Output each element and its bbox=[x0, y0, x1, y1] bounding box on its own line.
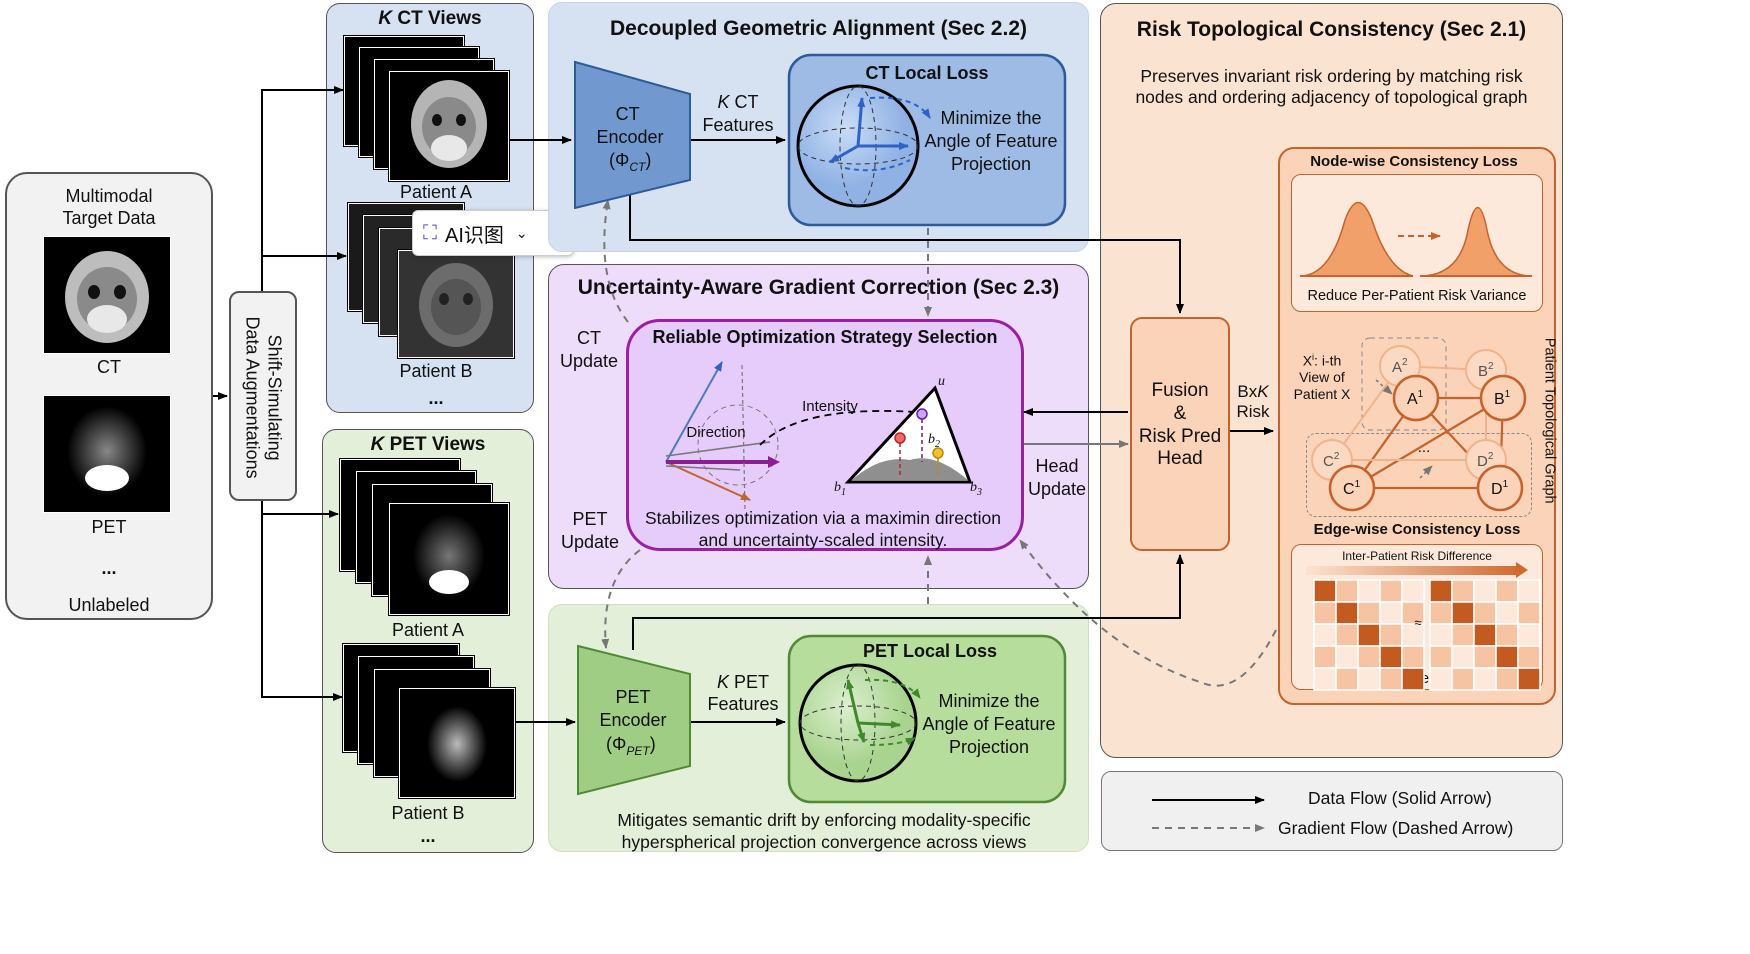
input-title: Multimodal Target Data bbox=[5, 186, 213, 229]
input-ct-label: CT bbox=[97, 357, 121, 377]
augmentation-line1: Shift-Simulating bbox=[264, 334, 285, 461]
pet-patient-b: Patient B bbox=[391, 803, 465, 823]
xi-line3: Patient X bbox=[1293, 386, 1351, 403]
ai-recognize-button[interactable]: ⛶ AI识图 ⌄ bbox=[412, 210, 574, 256]
pet-ellipsis: ... bbox=[420, 826, 436, 846]
ct-patient-a: Patient A bbox=[399, 182, 473, 202]
geometric-title: Decoupled Geometric Alignment (Sec 2.2) bbox=[610, 17, 1027, 40]
uncertainty-title: Uncertainty-Aware Gradient Correction (S… bbox=[577, 276, 1060, 299]
fusion-line3: Risk Pred bbox=[1138, 425, 1222, 447]
risk-title: Risk Topological Consistency (Sec 2.1) bbox=[1136, 18, 1527, 41]
ct-view-image bbox=[389, 71, 509, 181]
ct-scan-icon bbox=[411, 80, 487, 168]
input-ellipsis: ... bbox=[101, 558, 117, 578]
legend-box bbox=[1101, 771, 1563, 851]
input-ct-image bbox=[43, 236, 171, 354]
xi-rest: : i-th bbox=[1314, 352, 1342, 369]
pet-patient-a: Patient A bbox=[391, 620, 465, 640]
ct-views-k: K bbox=[378, 8, 393, 29]
view-of-patient-label: Xi: i-th View of Patient X bbox=[1293, 352, 1351, 403]
bxk-k: K bbox=[1257, 382, 1269, 401]
strategy-selection-title: Reliable Optimization Strategy Selection bbox=[652, 327, 998, 347]
ct-view-image bbox=[398, 250, 514, 358]
risk-desc-line2: nodes and ordering adjacency of topologi… bbox=[1135, 87, 1528, 107]
edge-loss-box bbox=[1291, 544, 1543, 690]
ct-views-title-rest: CT Views bbox=[392, 8, 482, 29]
pet-view-image bbox=[399, 688, 515, 798]
input-title-line1: Multimodal bbox=[65, 186, 153, 206]
risk-desc-line1: Preserves invariant risk ordering by mat… bbox=[1140, 66, 1523, 86]
geometric-panel-bottom bbox=[548, 604, 1089, 852]
legend-data-flow: Data Flow (Solid Arrow) bbox=[1308, 788, 1492, 808]
xi-x: X bbox=[1302, 352, 1313, 369]
risk-description: Preserves invariant risk ordering by mat… bbox=[1100, 66, 1563, 108]
reduce-variance-label: Reduce Per-Patient Risk Variance bbox=[1307, 288, 1527, 304]
pet-scan-icon bbox=[413, 514, 485, 598]
risk-label: Risk bbox=[1236, 402, 1270, 422]
fusion-line2: & bbox=[1173, 402, 1187, 424]
augmentation-label: Shift-Simulating Data Augmentations bbox=[241, 293, 285, 503]
ct-views-title: K CT Views bbox=[326, 8, 534, 30]
pet-scan-icon bbox=[67, 406, 147, 496]
xi-line2: View of bbox=[1299, 369, 1345, 386]
topology-dashed-box bbox=[1306, 433, 1532, 517]
bxk-b: Bx bbox=[1237, 382, 1258, 401]
edge-loss-title: Edge-wise Consistency Loss bbox=[1313, 521, 1521, 538]
pet-views-title: K PET Views bbox=[322, 434, 534, 456]
bxk-risk-label: BxK Risk bbox=[1229, 382, 1277, 423]
patient-graph-label: Patient Topological Graph bbox=[1541, 337, 1558, 504]
ai-recognize-label: AI识图 bbox=[445, 224, 504, 247]
legend-gradient-flow: Gradient Flow (Dashed Arrow) bbox=[1278, 818, 1514, 838]
fusion-line4: Head bbox=[1157, 448, 1203, 470]
fusion-head-label: Fusion & Risk Pred Head bbox=[1130, 380, 1230, 471]
ct-ellipsis: ... bbox=[428, 388, 444, 408]
preserve-ordering-label: Preserve Pairwise Risk Ordering bbox=[1312, 671, 1522, 687]
augmentation-line2: Data Augmentations bbox=[243, 316, 263, 479]
pet-view-image bbox=[389, 503, 509, 615]
input-title-line2: Target Data bbox=[62, 207, 156, 228]
ct-scan-icon bbox=[419, 263, 493, 347]
input-pet-image bbox=[43, 395, 171, 513]
strategy-selection-box bbox=[626, 319, 1024, 551]
scan-sparkle-icon: ⛶ bbox=[423, 221, 437, 244]
pet-scan-icon bbox=[427, 706, 487, 782]
chevron-down-icon: ⌄ bbox=[515, 224, 528, 241]
fusion-line1: Fusion bbox=[1151, 380, 1209, 401]
ct-patient-b: Patient B bbox=[399, 361, 473, 381]
inter-patient-label: Inter-Patient Risk Difference bbox=[1342, 549, 1492, 563]
augmentation-box bbox=[229, 291, 297, 501]
pet-views-k: K bbox=[370, 434, 385, 455]
node-loss-title: Node-wise Consistency Loss bbox=[1310, 153, 1518, 170]
ct-scan-icon bbox=[65, 251, 149, 343]
fusion-head-box bbox=[1130, 317, 1230, 551]
input-pet-label: PET bbox=[91, 517, 127, 537]
input-unlabeled: Unlabeled bbox=[68, 595, 150, 615]
pet-views-title-rest: PET Views bbox=[384, 434, 486, 455]
